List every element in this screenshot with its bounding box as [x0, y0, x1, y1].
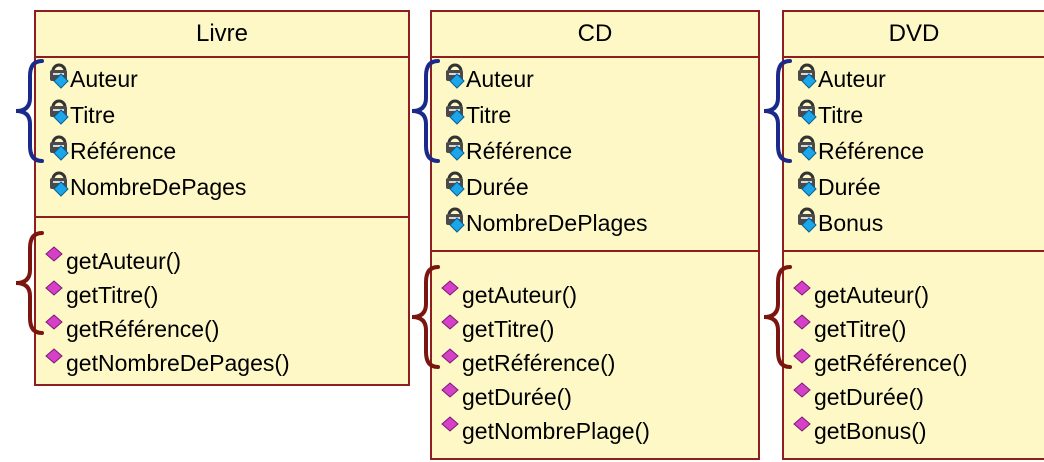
- attribute-name: NombreDePlages: [466, 210, 648, 236]
- method-icon: [45, 280, 63, 296]
- method-name: getNombrePlage(): [462, 418, 650, 444]
- attribute-icon: [798, 99, 817, 125]
- methods-section-cd: getAuteur() getTitre() getRéférence() ge…: [432, 252, 758, 462]
- attribute-icon: [446, 63, 465, 89]
- class-dvd: DVD Auteur Titre Référence Durée Bonus g…: [782, 10, 1044, 460]
- method-icon: [441, 416, 459, 432]
- methods-section-dvd: getAuteur() getTitre() getRéférence() ge…: [784, 252, 1044, 462]
- method-name: getTitre(): [66, 282, 159, 308]
- method-name: getAuteur(): [462, 282, 578, 308]
- method-name: getRéférence(): [462, 350, 616, 376]
- attribute-name: Titre: [818, 102, 864, 128]
- attribute-name: Référence: [818, 138, 925, 164]
- method-name: getAuteur(): [814, 282, 930, 308]
- attribute-icon: [798, 135, 817, 161]
- method-icon: [45, 348, 63, 364]
- attribute-icon: [50, 63, 69, 89]
- method-name: getRéférence(): [66, 316, 220, 342]
- attribute-name: Auteur: [70, 66, 138, 92]
- attribute-brace-dvd: [763, 59, 792, 163]
- attribute-icon: [446, 99, 465, 125]
- method-name: getTitre(): [814, 316, 907, 342]
- attribute-icon: [50, 99, 69, 125]
- attribute-name: Durée: [818, 174, 881, 200]
- method-icon: [793, 416, 811, 432]
- class-livre: Livre Auteur Titre Référence NombreDePag…: [34, 10, 410, 386]
- method-icon: [793, 280, 811, 296]
- attribute-name: Titre: [466, 102, 512, 128]
- method-name: getDurée(): [462, 384, 572, 410]
- attribute-icon: [798, 63, 817, 89]
- method-brace-dvd: [763, 265, 792, 369]
- method-icon: [441, 348, 459, 364]
- class-cd: CD Auteur Titre Référence Durée NombreDe…: [430, 10, 760, 460]
- attribute-name: Référence: [70, 138, 177, 164]
- attribute-brace-livre: [15, 59, 44, 163]
- method-name: getAuteur(): [66, 248, 182, 274]
- method-icon: [441, 382, 459, 398]
- attributes-section-livre: Auteur Titre Référence NombreDePages: [36, 58, 408, 218]
- method-icon: [793, 382, 811, 398]
- attribute-icon: [446, 171, 465, 197]
- methods-section-livre: getAuteur() getTitre() getRéférence() ge…: [36, 218, 408, 384]
- method-name: getNombreDePages(): [66, 350, 290, 376]
- method-icon: [441, 314, 459, 330]
- attribute-name: NombreDePages: [70, 174, 247, 200]
- attribute-icon: [798, 171, 817, 197]
- method-name: getTitre(): [462, 316, 555, 342]
- method-name: getRéférence(): [814, 350, 968, 376]
- attribute-name: Bonus: [818, 210, 884, 236]
- class-title-cd: CD: [432, 12, 758, 58]
- attribute-name: Référence: [466, 138, 573, 164]
- method-brace-livre: [15, 231, 44, 335]
- attributes-section-dvd: Auteur Titre Référence Durée Bonus: [784, 58, 1044, 252]
- method-icon: [45, 314, 63, 330]
- attribute-icon: [50, 135, 69, 161]
- attribute-icon: [446, 207, 465, 233]
- attribute-icon: [446, 135, 465, 161]
- attribute-name: Auteur: [818, 66, 886, 92]
- method-icon: [45, 246, 63, 262]
- method-name: getBonus(): [814, 418, 927, 444]
- attribute-icon: [50, 171, 69, 197]
- class-title-dvd: DVD: [784, 12, 1044, 58]
- attribute-icon: [798, 207, 817, 233]
- attributes-section-cd: Auteur Titre Référence Durée NombreDePla…: [432, 58, 758, 252]
- attribute-brace-cd: [411, 59, 440, 163]
- class-title-livre: Livre: [36, 12, 408, 58]
- method-brace-cd: [411, 265, 440, 369]
- method-name: getDurée(): [814, 384, 924, 410]
- attribute-name: Auteur: [466, 66, 534, 92]
- attribute-name: Durée: [466, 174, 529, 200]
- method-icon: [793, 314, 811, 330]
- method-icon: [441, 280, 459, 296]
- attribute-name: Titre: [70, 102, 116, 128]
- method-icon: [793, 348, 811, 364]
